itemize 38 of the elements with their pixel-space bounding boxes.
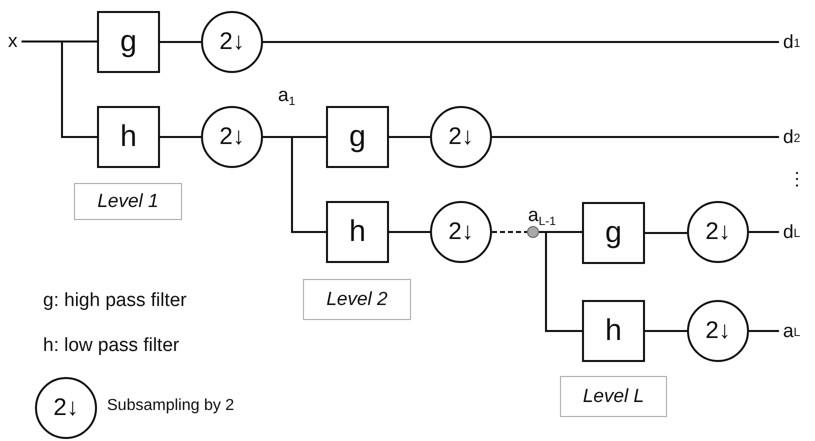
downsampler-circle: 2↓ — [687, 300, 749, 362]
connector-line — [539, 231, 582, 332]
filter-box: h — [582, 300, 645, 362]
connector-line — [389, 231, 430, 233]
filter-box: g — [582, 202, 645, 264]
level-label: Level 1 — [74, 183, 182, 220]
downsampler-circle: 2↓ — [35, 377, 97, 439]
connector-line — [749, 330, 779, 332]
connector-line — [263, 136, 326, 233]
connector-line — [160, 41, 201, 43]
legend-text: h: low pass filter — [43, 336, 180, 355]
level-label: Level L — [560, 376, 667, 417]
downsampler-circle: 2↓ — [430, 106, 492, 168]
signal-label: a$_{L-1}$ — [528, 206, 556, 225]
filter-box: h — [326, 201, 389, 263]
connector-line — [22, 40, 97, 138]
filter-box: g — [97, 11, 160, 73]
signal-label: a$_{1}$ — [278, 86, 296, 105]
junction-dot — [527, 226, 539, 238]
downsampler-circle: 2↓ — [201, 106, 263, 168]
downsampler-circle: 2↓ — [201, 11, 263, 73]
level-label: Level 2 — [303, 279, 411, 320]
signal-label: x — [8, 32, 18, 51]
connector-line — [645, 232, 687, 234]
downsampler-circle: 2↓ — [430, 201, 492, 263]
filter-box: g — [326, 106, 389, 168]
connector-line — [645, 330, 687, 332]
legend-text: g: high pass filter — [43, 291, 187, 310]
ellipsis: ⋮ — [788, 170, 806, 188]
downsampler-circle: 2↓ — [687, 201, 749, 263]
connector-line — [492, 231, 527, 233]
connector-line — [749, 231, 779, 233]
connector-line — [389, 136, 430, 138]
legend-text: Subsampling by 2 — [107, 398, 234, 414]
filter-box: h — [97, 106, 160, 168]
connector-line — [263, 41, 779, 43]
connector-line — [492, 136, 779, 138]
connector-line — [160, 136, 201, 138]
